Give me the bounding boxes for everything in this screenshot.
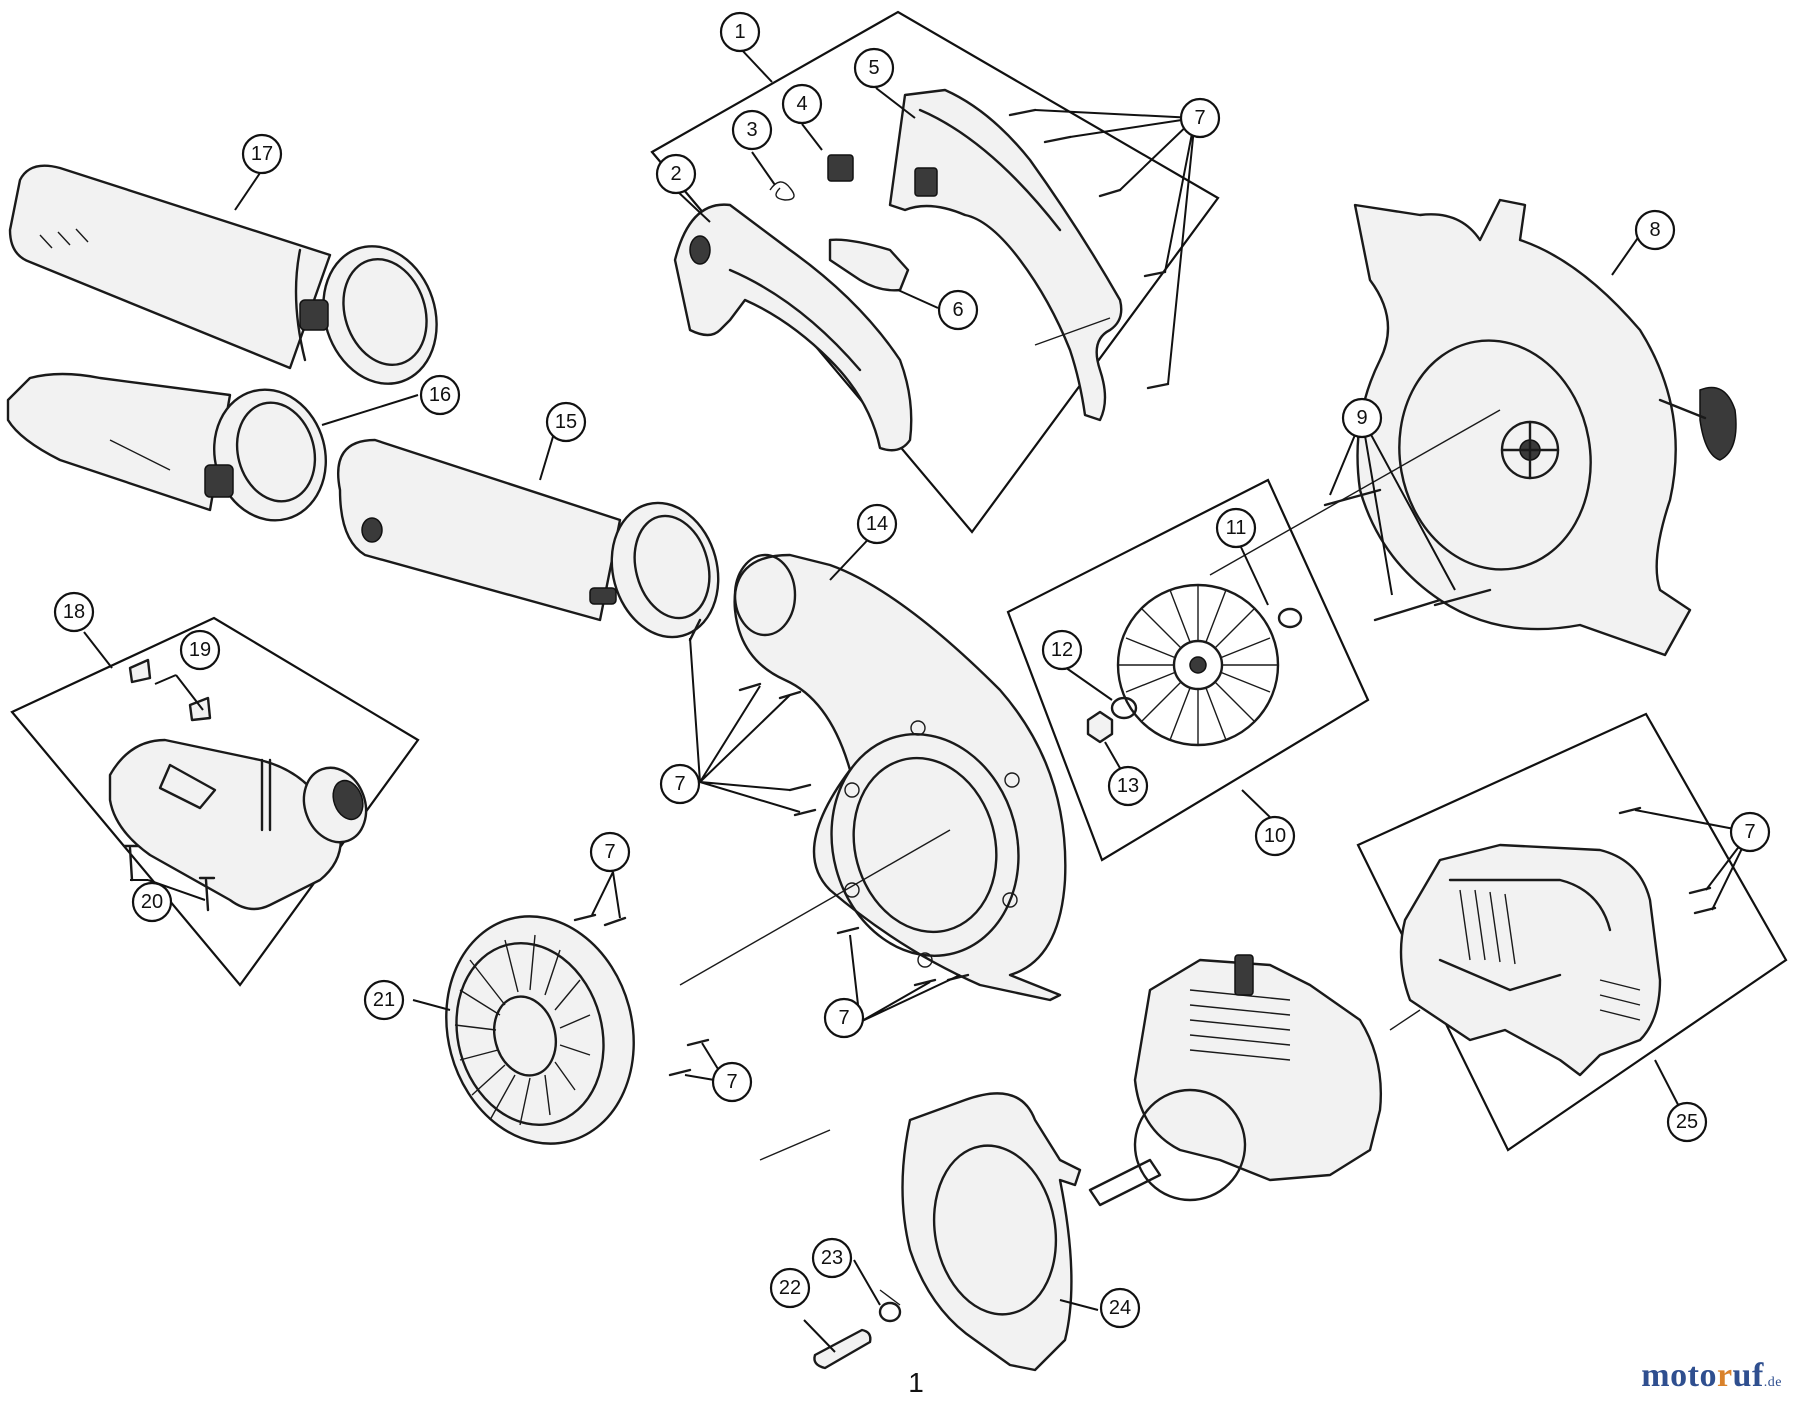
svg-text:4: 4 — [796, 93, 807, 115]
callout-1: 1 — [719, 11, 761, 53]
callout-17: 17 — [241, 133, 283, 175]
leader-lines — [83, 47, 1751, 1353]
handle-half-part — [888, 88, 1123, 422]
svg-text:3: 3 — [746, 119, 757, 141]
callout-25: 25 — [1666, 1101, 1708, 1143]
callout-4: 4 — [781, 83, 823, 125]
spring-part — [769, 181, 795, 201]
svg-text:17: 17 — [251, 143, 273, 165]
callout-16: 16 — [419, 374, 461, 416]
callout-14: 14 — [856, 503, 898, 545]
callout-2: 2 — [655, 153, 697, 195]
svg-text:15: 15 — [555, 411, 577, 433]
nozzle-part — [6, 372, 328, 522]
nut-part — [1086, 710, 1114, 744]
backplate-part — [901, 1092, 1082, 1372]
callout-24: 24 — [1099, 1287, 1141, 1329]
callout-8: 8 — [1634, 209, 1676, 251]
svg-text:16: 16 — [429, 384, 451, 406]
svg-text:6: 6 — [952, 299, 963, 321]
svg-text:2: 2 — [670, 163, 681, 185]
group-box-engine-cover — [1356, 712, 1788, 1152]
screw-part — [122, 844, 216, 912]
svg-text:8: 8 — [1649, 219, 1660, 241]
callout-23: 23 — [811, 1237, 853, 1279]
callout-7d: 7 — [823, 997, 865, 1039]
svg-text:24: 24 — [1109, 1297, 1131, 1319]
svg-text:14: 14 — [866, 513, 888, 535]
washer-23-part — [878, 1301, 902, 1323]
svg-text:7: 7 — [1744, 821, 1755, 843]
blower-tube-part — [8, 164, 438, 385]
clip-part — [128, 658, 212, 722]
callout-21: 21 — [363, 979, 405, 1021]
svg-text:5: 5 — [868, 57, 879, 79]
engine-cover-part — [1399, 843, 1662, 1077]
callout-3: 3 — [731, 109, 773, 151]
pin-22-part — [813, 1328, 872, 1370]
fan-cover-part — [445, 915, 635, 1145]
svg-text:19: 19 — [189, 639, 211, 661]
svg-text:18: 18 — [63, 601, 85, 623]
svg-text:7: 7 — [838, 1007, 849, 1029]
svg-text:11: 11 — [1226, 517, 1247, 539]
svg-text:1: 1 — [734, 21, 745, 43]
callout-9: 9 — [1341, 397, 1383, 439]
tube-part — [337, 438, 720, 639]
watermark-logo: motoruf.de — [1641, 1357, 1782, 1394]
rear-housing-part — [1353, 198, 1737, 657]
trigger-part — [828, 238, 910, 292]
svg-text:13: 13 — [1117, 775, 1139, 797]
callout-12: 12 — [1041, 629, 1083, 671]
callout-15: 15 — [545, 401, 587, 443]
engine-part — [1088, 954, 1382, 1207]
callout-7e: 7 — [711, 1061, 753, 1103]
callout-7b: 7 — [659, 763, 701, 805]
svg-text:23: 23 — [821, 1247, 843, 1269]
blower-housing-part — [733, 553, 1067, 1002]
callout-7: 7 — [1179, 97, 1221, 139]
svg-text:21: 21 — [373, 989, 395, 1011]
screws-7 — [573, 108, 1717, 1077]
alignment-lines — [679, 317, 1501, 1306]
washer-part — [1110, 607, 1303, 720]
svg-text:10: 10 — [1264, 825, 1286, 847]
fan-part — [1116, 583, 1280, 747]
svg-text:9: 9 — [1356, 407, 1367, 429]
svg-text:20: 20 — [141, 891, 163, 913]
callout-10: 10 — [1254, 815, 1296, 857]
callout-7c: 7 — [589, 831, 631, 873]
callout-5: 5 — [853, 47, 895, 89]
callout-11: 11 — [1215, 507, 1257, 549]
fuel-tank-part — [108, 738, 368, 911]
callout-7f: 7 — [1729, 811, 1771, 853]
handle-part — [673, 203, 913, 452]
svg-text:7: 7 — [726, 1071, 737, 1093]
callout-6: 6 — [937, 289, 979, 331]
svg-text:7: 7 — [674, 773, 685, 795]
svg-text:12: 12 — [1051, 639, 1073, 661]
svg-text:7: 7 — [604, 841, 615, 863]
group-box-fan-assembly — [1006, 478, 1370, 862]
callout-19: 19 — [179, 629, 221, 671]
callout-13: 13 — [1107, 765, 1149, 807]
callout-22: 22 — [769, 1267, 811, 1309]
switch-part — [827, 154, 854, 182]
svg-text:7: 7 — [1194, 107, 1205, 129]
svg-text:22: 22 — [779, 1277, 801, 1299]
callout-20: 20 — [131, 881, 173, 923]
figure-label: 1 — [908, 1367, 924, 1398]
callout-18: 18 — [53, 591, 95, 633]
svg-text:25: 25 — [1676, 1111, 1698, 1133]
